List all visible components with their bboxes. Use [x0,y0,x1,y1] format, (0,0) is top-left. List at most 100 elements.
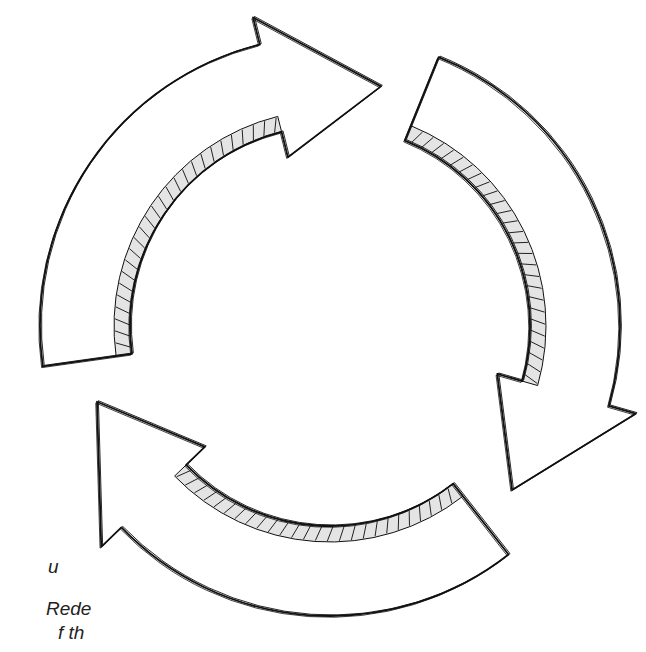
hatch-line [214,498,226,507]
sketch-outline [98,401,510,615]
hatch-line [275,118,277,133]
hatch-line [224,503,236,513]
arrow-fill [405,57,636,490]
hatch-line [119,283,132,291]
hatch-line [529,297,544,301]
hatch-line [530,308,544,312]
hatch-line [192,162,197,176]
hatch-line [145,216,154,228]
cycle-arrow [96,401,510,618]
hatch-line [398,515,400,530]
sketch-outline [96,403,508,617]
hatch-line [429,501,431,516]
hatch-line [387,518,388,533]
sketch-outline [404,58,635,491]
text-fragment: f th [58,622,84,644]
hatch-line [221,141,224,156]
hatch-line [152,206,161,218]
hatch-line [483,191,497,196]
hatch-line [503,221,518,223]
sketch-outline [40,17,381,366]
hatch-line [441,150,453,158]
sketch-outline [406,56,637,489]
sketch-outline [97,402,509,616]
hatch-line [134,238,145,249]
hatch-line [439,495,442,510]
cycle-arrow [39,16,383,367]
hatch-line [476,182,490,188]
hatch-line [183,170,189,184]
arrow-fill [40,17,381,366]
hatch-line [527,364,540,372]
hatch-line [116,343,130,347]
hatch-line [497,210,512,213]
text-fragment: Rede [46,598,91,620]
hatch-line [201,154,205,168]
hatch-line [517,253,532,254]
hatch-line [231,135,233,150]
hatch-line [242,130,244,145]
hatch-line [125,260,137,269]
shaded-side [114,116,282,356]
hatch-line [375,521,377,536]
hatch-line [525,375,537,384]
text-fragment: u [48,556,59,578]
hatch-line [253,125,254,140]
shaded-side [175,465,463,542]
hatch-line [412,132,423,142]
hatch-line [204,492,217,500]
hatch-line [363,524,366,539]
hatch-line [531,330,545,336]
hatch-line [513,242,528,244]
hatch-line [257,517,267,528]
sketch-outline [41,16,382,365]
hatch-line [122,271,134,280]
hatch-line [303,526,310,539]
hatch-line [508,231,523,232]
hatch-line [459,165,472,172]
sketch-outline [405,57,636,490]
hatch-line [174,178,181,192]
hatch-line [116,307,130,313]
hatch-line [527,286,542,289]
sketch-outline [39,19,380,368]
hatch-line [422,137,433,147]
hatch-line [246,513,256,524]
hatch-line [115,319,129,325]
hatch-line [450,157,463,165]
hatch-line [490,201,504,205]
hatch-line [235,508,246,518]
hatch-line [524,275,539,277]
hatch-line [529,353,542,360]
hatch-line [448,489,452,504]
hatch-line [185,478,198,485]
hatch-line [521,264,536,265]
cycle-arrow [404,56,637,491]
shaded-side [405,126,546,386]
hatch-line [268,520,277,532]
hatch-line [159,196,167,209]
hatch-line [117,295,130,302]
hatch-line [468,173,482,179]
hatch-line [351,525,355,540]
hatch-line [292,525,300,538]
hatch-line [166,187,173,200]
hatch-line [531,319,545,324]
hatch-line [339,527,344,541]
hatch-line [211,147,214,162]
hatch-line [530,341,543,348]
hatch-line [194,485,207,493]
hatch-line [280,523,288,535]
hatch-line [263,121,265,136]
hatch-line [129,249,140,259]
arrow-fill [97,402,509,616]
hatch-line [419,506,420,521]
hatch-line [327,527,332,541]
hatch-line [409,511,410,526]
hatch-line [115,331,129,336]
hatch-line [432,143,444,152]
hatch-line [177,471,191,477]
hatch-line [139,227,149,238]
